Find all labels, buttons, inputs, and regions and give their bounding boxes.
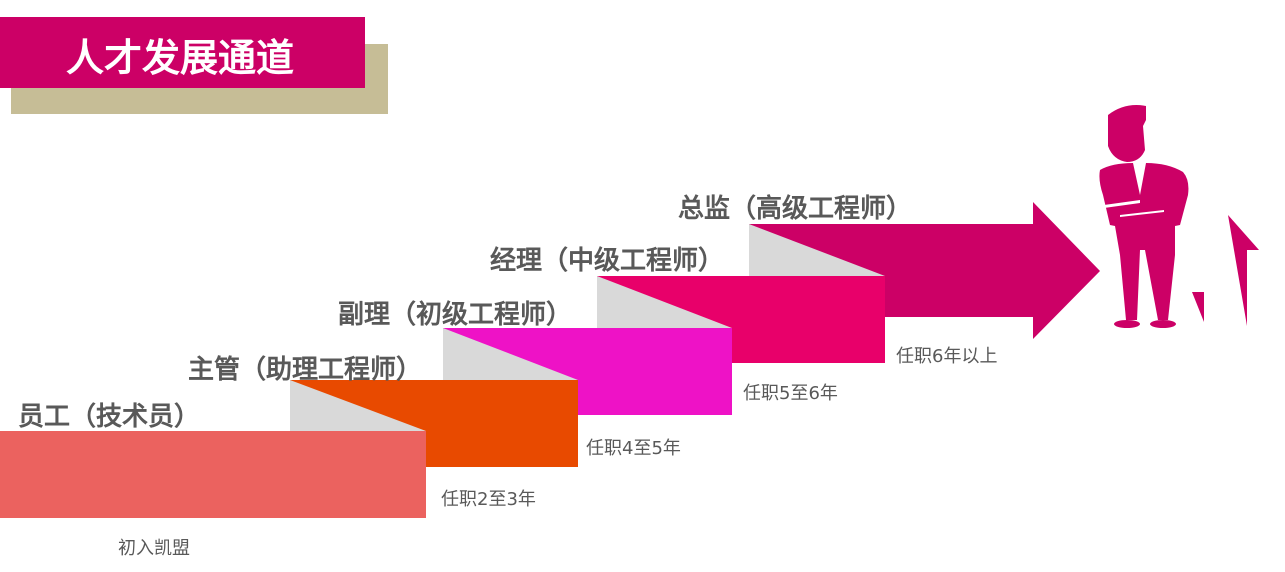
step-4-label: 经理（中级工程师） <box>490 245 724 276</box>
title-banner <box>0 17 365 88</box>
step-2-label: 主管（助理工程师） <box>188 355 422 385</box>
arrow-up-icon <box>1192 215 1259 326</box>
step-5-fold <box>749 224 885 276</box>
step-2-tenure: 任职2至3年 <box>441 489 536 510</box>
step-4-tenure: 任职5至6年 <box>743 383 838 404</box>
step-2-fold <box>290 380 426 431</box>
step-3-fold <box>443 328 578 380</box>
step-5-tenure: 任职6年以上 <box>896 346 997 367</box>
step-5-label: 总监（高级工程师） <box>678 193 912 224</box>
page-title: 人才发展通道 <box>66 36 294 80</box>
step-1-block <box>0 431 426 518</box>
businessman-icon <box>1099 105 1189 328</box>
step-3-label: 副理（初级工程师） <box>338 299 572 330</box>
step-3-tenure: 任职4至5年 <box>586 438 681 459</box>
step-4-fold <box>597 276 732 328</box>
step-1-tenure: 初入凯盟 <box>118 538 190 559</box>
step-1-label: 员工（技术员） <box>18 402 200 432</box>
